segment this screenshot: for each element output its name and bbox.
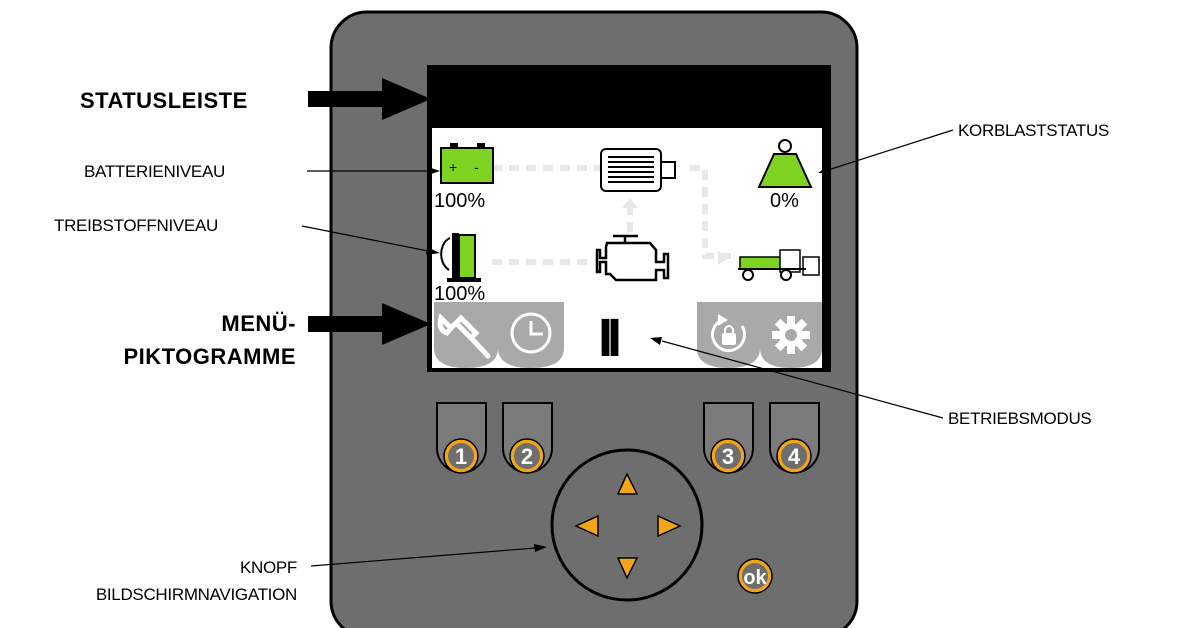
leader-lines (301, 129, 954, 567)
engine-icon (595, 234, 670, 282)
callout-battery-level: BATTERIENIVEAU (84, 162, 225, 181)
weight-icon (757, 139, 813, 188)
nav-up-arrow[interactable] (616, 472, 639, 495)
menu-tab-clock[interactable] (498, 302, 564, 368)
menu-tab-gear[interactable] (760, 302, 822, 368)
fuel-pump-icon (440, 233, 481, 282)
callout-nav-button-line2: BILDSCHIRMNAVIGATION (95, 585, 297, 604)
machine-icon (738, 249, 820, 281)
status-bar (432, 70, 826, 127)
nav-right-arrow[interactable] (657, 514, 682, 538)
button-4[interactable]: 4 (769, 402, 820, 474)
flow-lines (492, 165, 735, 265)
ok-button[interactable]: ok (737, 558, 773, 594)
battery-plus: + (449, 159, 457, 175)
nav-down-arrow[interactable] (616, 557, 639, 580)
callout-basket-load-status: KORBLASTSTATUS (958, 121, 1110, 140)
fuel-percent: 100% (434, 283, 485, 305)
menu-tab-lock[interactable] (697, 302, 760, 368)
load-percent: 0% (770, 190, 799, 212)
battery-icon (440, 143, 494, 184)
lock-rotate-icon (711, 314, 747, 353)
gear-icon (772, 316, 810, 354)
wrench-icon (437, 313, 491, 359)
battery-percent: 100% (434, 190, 485, 212)
callout-menu-icons-line2: PIKTOGRAMME (123, 344, 296, 369)
flow-arrow-right (718, 251, 728, 265)
ok-button-label: ok (743, 567, 767, 589)
callout-operating-mode: BETRIEBSMODUS (948, 409, 1092, 428)
battery-minus: - (474, 159, 479, 175)
menu-tab-wrench[interactable] (434, 302, 498, 368)
callout-fuel-level: TREIBSTOFFNIVEAU (54, 216, 218, 235)
button-2[interactable]: 2 (502, 402, 553, 474)
button-3[interactable]: 3 (703, 402, 754, 474)
button-4-label: 4 (788, 444, 801, 469)
button-1-label: 1 (455, 444, 467, 469)
navigation-pad[interactable] (550, 448, 704, 602)
callout-nav-button-line1: KNOPF (239, 558, 297, 577)
motor-icon (600, 148, 676, 192)
button-3-label: 3 (722, 444, 734, 469)
nav-left-arrow[interactable] (574, 514, 599, 538)
flow-arrow-up (622, 198, 638, 208)
operating-mode-symbol: II (598, 308, 619, 368)
button-2-label: 2 (521, 444, 533, 469)
arrow-menu-icons (308, 303, 431, 345)
button-1[interactable]: 1 (436, 402, 487, 474)
callout-menu-icons-line1: MENÜ- (221, 311, 296, 336)
arrow-status-bar (308, 78, 431, 120)
clock-icon (510, 312, 552, 354)
callout-status-bar: STATUSLEISTE (80, 88, 248, 113)
